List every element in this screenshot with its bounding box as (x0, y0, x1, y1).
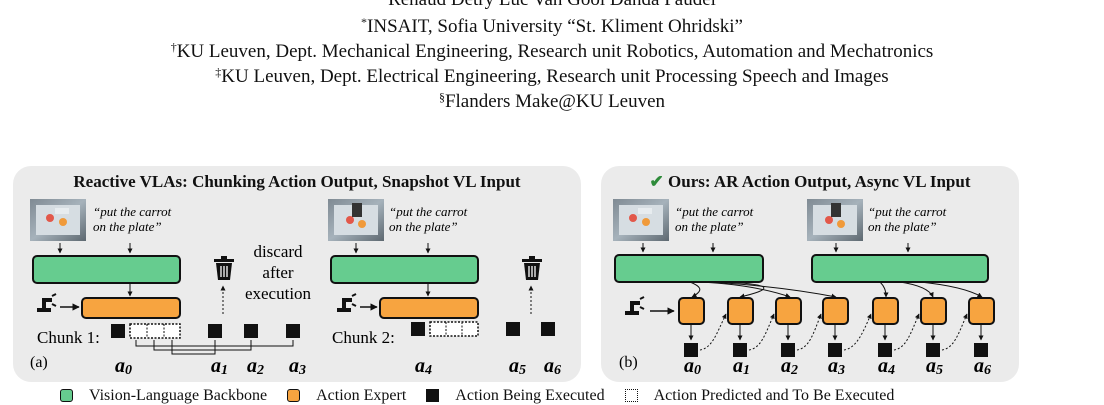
panel-a-title: Reactive VLAs: Chunking Action Output, S… (73, 172, 521, 191)
legend-swatch-backbone (60, 389, 73, 402)
ar-action-experts (678, 297, 995, 325)
action-block-a2 (244, 324, 258, 338)
panel-a-tag: (a) (30, 354, 48, 371)
discard-line1: discard (253, 242, 303, 261)
robot-icon (36, 293, 57, 313)
legend-swatch-action-expert (287, 389, 301, 402)
trash-icon (213, 255, 235, 281)
scene-image-b2 (807, 199, 863, 241)
legend-predicted: Action Predicted and To Be Executed (653, 386, 895, 404)
robot-icon-2 (336, 293, 357, 313)
action-expert-a2 (379, 297, 479, 319)
prompt-b2-line2: on the plate” (868, 219, 937, 234)
vl-backbone-a2 (330, 255, 479, 284)
legend-swatch-predicted (624, 389, 638, 402)
prompt-b1-line2: on the plate” (675, 219, 744, 234)
panel-b-title: ✔ Ours: AR Action Output, Async VL Input (649, 172, 971, 191)
legend-swatch-executed (426, 389, 440, 402)
authors-line: Renaud Detry Luc Van Gool Danda Paudel (0, 0, 1104, 11)
trash-icon-2 (521, 255, 543, 281)
action-block-a5 (506, 322, 520, 336)
b-action-label-a0: a0 (684, 355, 701, 378)
discard-line3: execution (245, 284, 312, 303)
scene-image-a2 (328, 199, 384, 241)
legend: Vision-Language Backbone Action Expert A… (60, 386, 914, 405)
prompt-a1-line1: “put the carrot (93, 204, 172, 219)
action-block-a6 (541, 322, 555, 336)
affiliation-insait: *INSAIT, Sofia University “St. Kliment O… (361, 15, 743, 37)
vl-backbone-b1 (614, 254, 764, 283)
action-block-a1 (208, 324, 222, 338)
action-expert-a1 (81, 297, 181, 319)
action-label-a4: a4 (415, 355, 432, 378)
legend-backbone: Vision-Language Backbone (89, 386, 268, 404)
action-block-a0 (111, 324, 125, 338)
panel-b-tag: (b) (619, 354, 638, 371)
scene-image-b1 (613, 199, 669, 241)
chunk2-label: Chunk 2: (332, 328, 395, 347)
b-action-label-a1: a1 (733, 355, 750, 378)
prompt-a2-line2: on the plate” (389, 219, 458, 234)
prompt-a1-line2: on the plate” (93, 219, 162, 234)
action-label-a2: a2 (247, 355, 264, 378)
affiliation-flanders: §Flanders Make@KU Leuven (438, 90, 666, 112)
action-label-a5: a5 (509, 355, 526, 378)
chunk1-label: Chunk 1: (37, 328, 100, 347)
robot-icon-b (624, 296, 645, 316)
legend-action-expert: Action Expert (316, 386, 407, 404)
b-action-label-a4: a4 (878, 355, 895, 378)
prompt-b1-line1: “put the carrot (675, 204, 754, 219)
checkmark-icon: ✔ (649, 172, 664, 191)
discard-line2: after (262, 263, 293, 282)
predicted-chunk-1 (129, 323, 181, 339)
prompt-b2-line1: “put the carrot (868, 204, 947, 219)
action-block-a4 (411, 322, 425, 336)
scene-image-a1 (30, 199, 86, 241)
b-action-label-a6: a6 (974, 355, 991, 378)
vl-backbone-b2 (811, 254, 989, 283)
b-action-label-a5: a5 (926, 355, 943, 378)
vl-backbone-a1 (32, 255, 181, 284)
b-action-label-a3: a3 (828, 355, 845, 378)
affiliation-ku-elec: ‡KU Leuven, Dept. Electrical Engineering… (215, 65, 889, 87)
prompt-a2-line1: “put the carrot (389, 204, 468, 219)
b-action-label-a2: a2 (781, 355, 798, 378)
legend-executed: Action Being Executed (455, 386, 605, 404)
predicted-chunk-2 (429, 321, 479, 337)
action-label-a6: a6 (544, 355, 561, 378)
affiliation-ku-mech: †KU Leuven, Dept. Mechanical Engineering… (170, 40, 934, 62)
action-block-a3 (286, 324, 300, 338)
executed-actions-b (684, 313, 988, 357)
action-label-a3: a3 (289, 355, 306, 378)
action-label-a1: a1 (211, 355, 228, 378)
action-label-a0: a0 (115, 355, 132, 378)
